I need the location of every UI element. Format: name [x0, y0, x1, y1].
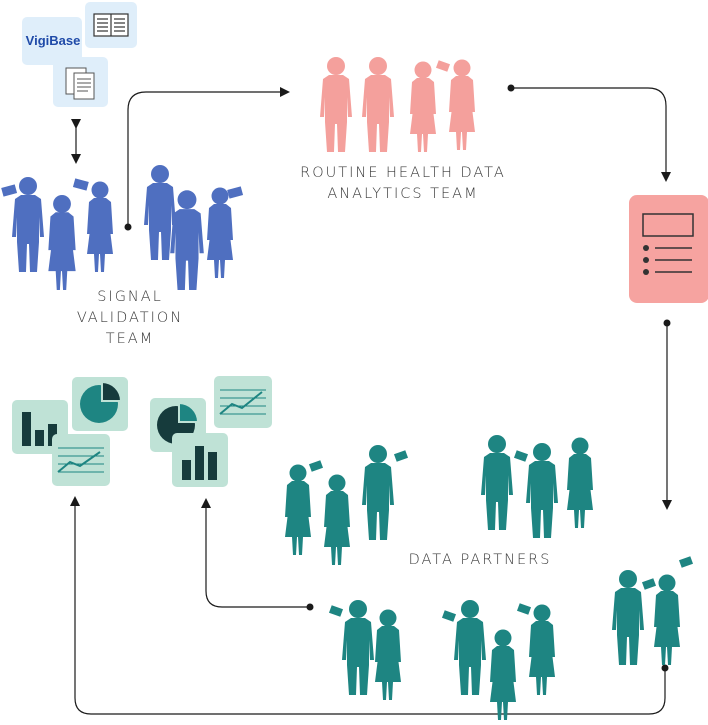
- signal-validation-line-1: SIGNAL: [97, 289, 163, 305]
- signal-validation-team-label: SIGNAL VALIDATION TEAM: [70, 287, 190, 350]
- trend-chart-icon: [57, 447, 104, 473]
- arrow-signal-to-analytics: [127, 87, 290, 227]
- arrow-partners-to-charts-middle: [201, 498, 310, 608]
- connector-dots: [124, 84, 671, 672]
- report-icon: [629, 195, 708, 303]
- arrow-loop-to-charts-left: [70, 496, 666, 715]
- documents-icon: [65, 67, 95, 100]
- trend-chart-tile: [52, 434, 110, 486]
- charts-middle: [150, 376, 272, 487]
- pie-chart-icon: [80, 380, 123, 423]
- routine-health-line-1: ROUTINE HEALTH DATA: [300, 165, 506, 181]
- connector-lines: [70, 87, 672, 715]
- bar-chart-icon-2: [182, 446, 217, 480]
- routine-health-team-label: ROUTINE HEALTH DATA ANALYTICS TEAM: [288, 163, 518, 205]
- vigibase-logo: VigiBase: [25, 33, 81, 48]
- book-icon: [93, 13, 129, 37]
- bar-chart-icon: [22, 412, 57, 446]
- arrow-analytics-to-report: [511, 87, 671, 182]
- analytics-team-figures: [320, 57, 475, 152]
- signal-validation-team-figures: [1, 165, 244, 290]
- data-partners-figures: [285, 435, 694, 720]
- routine-health-line-2: ANALYTICS TEAM: [327, 186, 479, 202]
- data-partners-label: DATA PARTNERS: [408, 552, 552, 568]
- vigibase-cluster: [22, 2, 137, 107]
- trend-chart-tile-2: [214, 376, 272, 428]
- signal-validation-line-3: TEAM: [105, 331, 155, 347]
- trend-chart-icon-2: [219, 389, 266, 415]
- charts-left: [12, 377, 128, 486]
- signal-validation-line-2: VALIDATION: [76, 310, 184, 326]
- vigibase-tile: [22, 17, 82, 65]
